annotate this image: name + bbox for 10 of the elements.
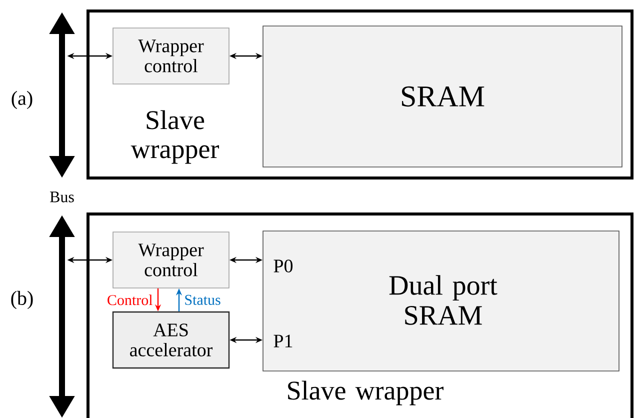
control-box: Wrapper control	[112, 232, 230, 288]
accelerator-box: AES accelerator	[112, 311, 230, 369]
edge-label: Control	[108, 294, 152, 306]
panel-label: (a)	[12, 90, 32, 110]
bus-label: Bus	[50, 192, 74, 202]
edge-label: Status	[185, 294, 220, 305]
memory-box: Dual port SRAM P0 P1	[262, 230, 620, 372]
control-box: Wrapper control	[112, 28, 230, 84]
memory-box: SRAM	[262, 26, 622, 168]
panel-label: (b)	[11, 290, 33, 310]
